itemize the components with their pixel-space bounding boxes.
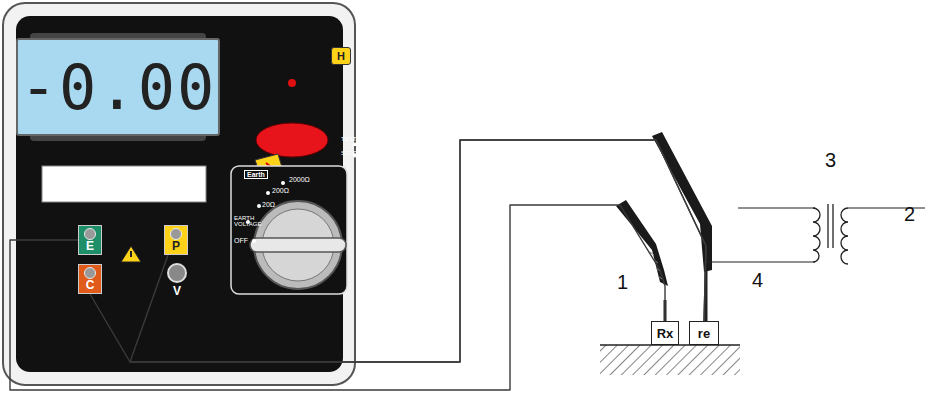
range-label: OFF [234,237,248,244]
pos-dot [266,191,270,195]
earth-electrode: Rx [651,321,679,345]
range-label: 200Ω [272,187,289,194]
hold-button: H [331,47,351,65]
crocodile-clip [652,132,712,272]
secondary-coil [841,208,848,264]
socket [170,228,182,240]
soil-hatching [600,345,740,375]
pos-dot [257,204,261,208]
node-text: P [172,239,180,253]
node-text: E [86,239,94,253]
pos-dot [281,181,285,185]
core-line [832,204,833,248]
housing [3,3,355,385]
rotary-panel [231,166,347,294]
wire [738,207,815,208]
callout-number: 4 [752,270,763,291]
node-text: re [698,326,710,341]
button-label: STOP [341,150,357,156]
node-text: Rx [657,326,674,341]
range-label: 20Ω [262,201,275,208]
range-label: EARTH VOLTAGE [234,215,272,228]
primary-coil [813,208,820,262]
name-strip [42,166,206,202]
callout-number: 3 [825,150,836,171]
lcd-display: -0.00 [16,38,221,136]
pos-dot [252,239,256,243]
terminal-e: E [78,225,102,255]
callout-number: 1 [617,272,628,293]
range-label: 2000Ω [289,176,310,183]
terminal-p: P [164,225,188,255]
warning-symbol [121,246,141,262]
range-label: Earth [244,170,268,179]
test-button [256,123,328,157]
warning-mark [130,251,132,257]
socket [84,267,96,279]
terminal-v: V [169,282,185,300]
reference-electrode: re [689,321,719,345]
node-text: V [173,284,181,298]
node-text: H [337,50,345,62]
wire [706,261,815,262]
test-lead [130,140,706,362]
button-label: TEST [341,136,356,142]
node-text: C [86,278,95,292]
node-text: -0.00 [20,51,217,124]
led [288,79,296,87]
socket [168,264,186,282]
socket [84,228,96,240]
terminal-c: C [78,264,102,294]
test-arrow [352,142,358,146]
callout-number: 2 [904,204,915,225]
core-line [827,204,828,248]
knob-pointer [250,238,346,252]
test-lead [90,140,706,362]
